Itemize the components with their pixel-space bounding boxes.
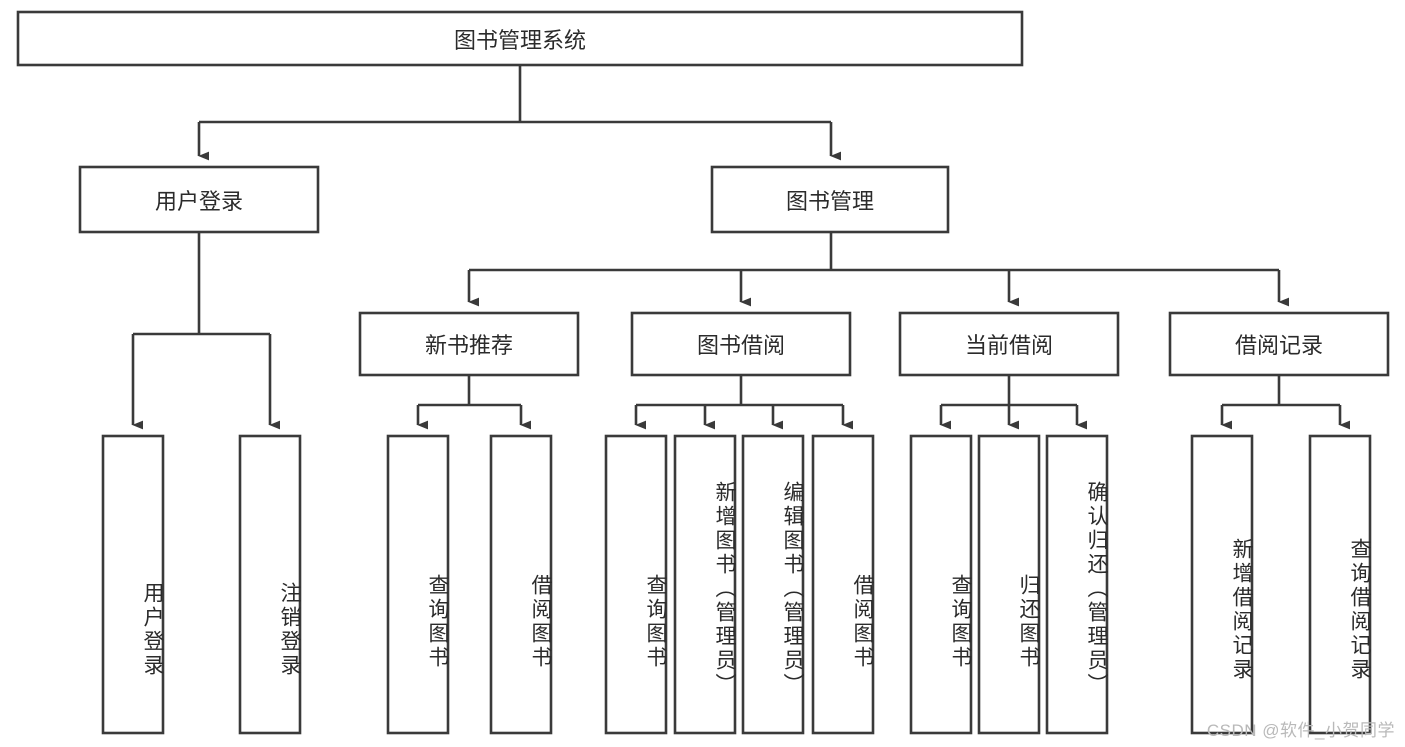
leaf-box-return-book[interactable] [977, 434, 1041, 735]
leaf-box-query-book-1[interactable] [386, 434, 450, 735]
leaf-box-logout[interactable] [238, 434, 302, 735]
node-user-login[interactable] [78, 165, 320, 234]
leaf-box-add-borrow-record[interactable] [1190, 434, 1254, 735]
leaf-box-add-book-admin[interactable] [673, 434, 737, 735]
leaf-box-borrow-book-1[interactable] [489, 434, 553, 735]
node-new-book-recommend[interactable] [358, 311, 580, 377]
node-borrow-record[interactable] [1168, 311, 1390, 377]
leaf-box-user-login[interactable] [101, 434, 165, 735]
node-book-borrow[interactable] [630, 311, 852, 377]
leaf-box-confirm-return-admin[interactable] [1045, 434, 1109, 735]
leaf-box-borrow-book-2[interactable] [811, 434, 875, 735]
node-root[interactable] [16, 10, 1024, 67]
leaf-box-edit-book-admin[interactable] [741, 434, 805, 735]
node-current-borrow[interactable] [898, 311, 1120, 377]
leaf-box-query-book-2[interactable] [604, 434, 668, 735]
leaf-box-query-book-3[interactable] [909, 434, 973, 735]
node-book-management[interactable] [710, 165, 950, 234]
leaf-box-query-borrow-record[interactable] [1308, 434, 1372, 735]
